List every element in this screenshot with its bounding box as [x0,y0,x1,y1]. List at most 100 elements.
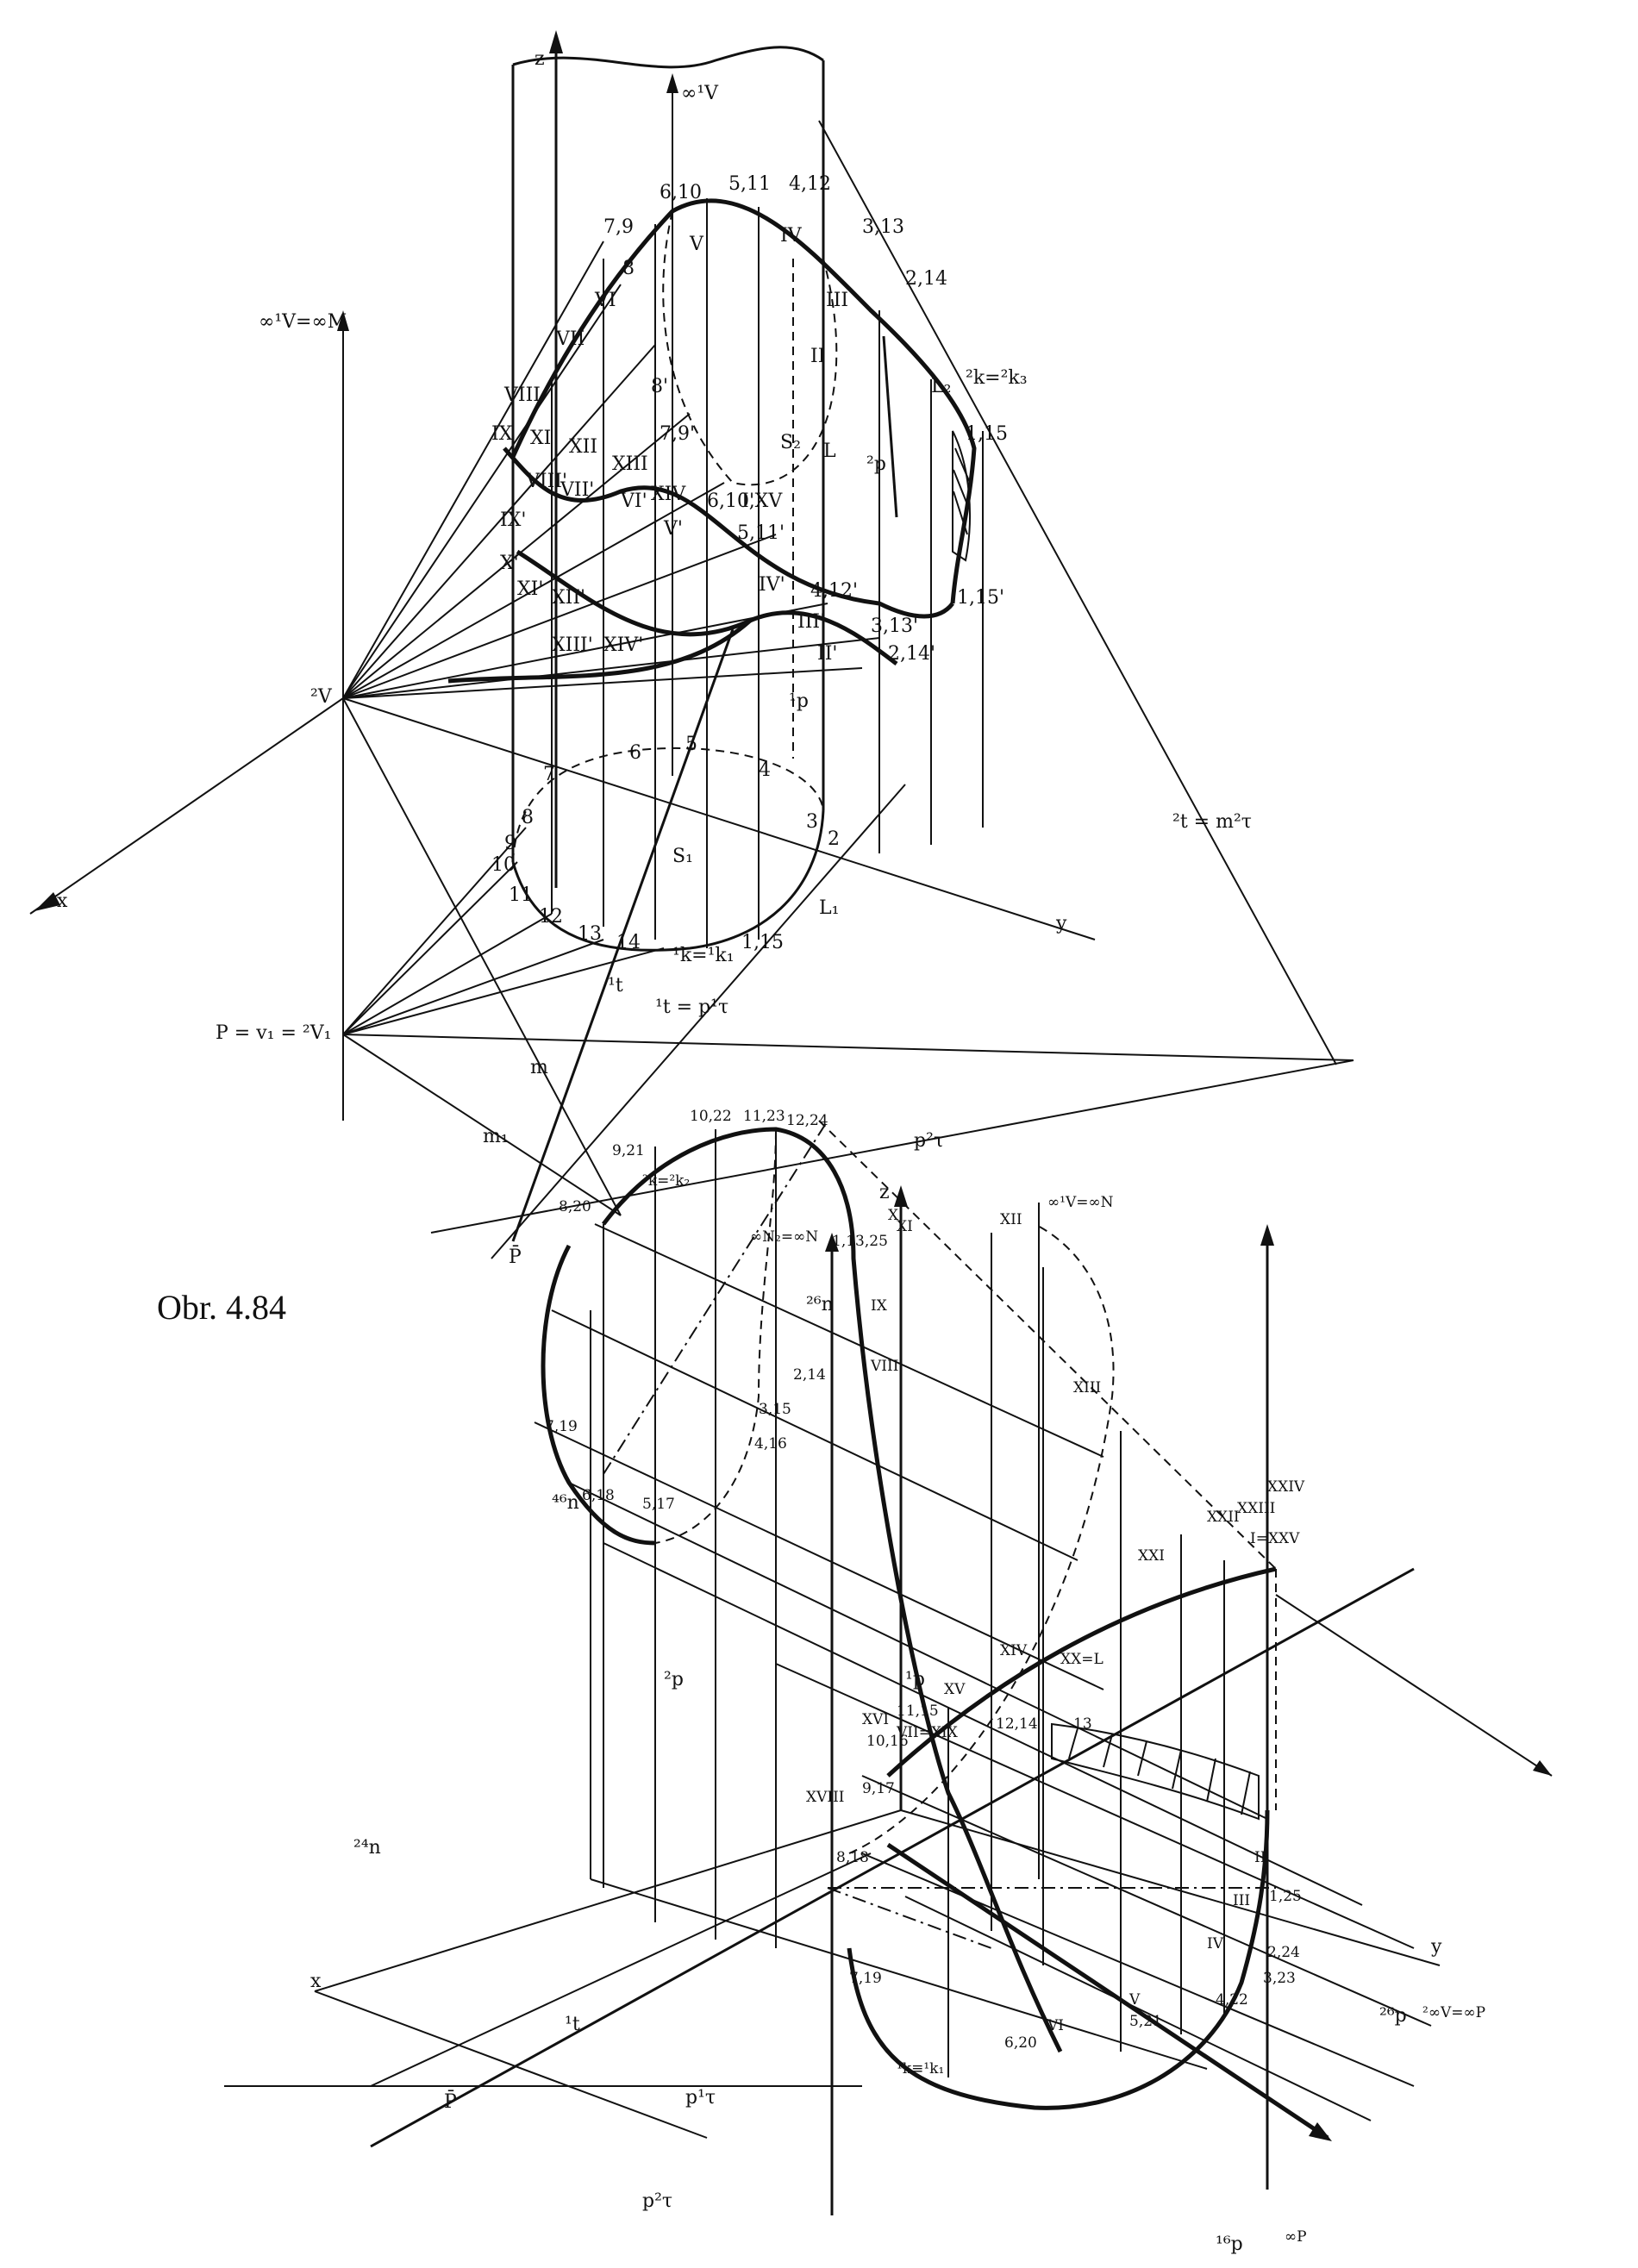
point-label: 1,15' [957,587,1004,609]
point-label: 8 [522,807,534,828]
point-label: XVI [862,1711,889,1728]
bottom-t-line [370,1567,1415,2148]
point-label: IX [491,423,513,445]
figure-caption: Obr. 4.84 [157,1288,286,1327]
point-label: IV [780,225,803,247]
point-label: XX=L [1060,1651,1103,1668]
point-label: XXI [1138,1547,1165,1565]
bottom-p2-label: ²p [664,1669,684,1690]
bottom-p-bottom-label: ¹⁶p [1216,2234,1243,2255]
point-label: IV [1207,1935,1224,1952]
point-label: XXII [1207,1509,1240,1526]
top-fan-lines [342,241,880,1035]
point-label: VII' [560,479,594,501]
top-curve-upper [510,198,977,604]
point-label: 13 [1073,1715,1092,1733]
point-label: I=XXV [1250,1530,1300,1547]
top-l1-label: L₁ [819,897,839,919]
point-label: 2,14 [905,268,947,290]
point-label: 6,10 [660,182,702,203]
top-figure: z x y ∞¹V ∞¹V=∞M ²V P = v₁ = ²V₁ ²t = m²… [29,30,1354,1268]
point-label: XI' [517,578,543,600]
top-verticals [551,198,984,948]
point-label: 8,18 [836,1849,869,1866]
top-curve-lower [516,549,898,665]
top-l-label: L [823,440,836,462]
top-s2-label: S₂ [780,432,801,453]
point-label: 5,17 [642,1496,675,1513]
bottom-curve-inner [603,1128,778,1544]
point-label: 4,16 [754,1435,787,1453]
top-ground-line-3 [430,1059,1354,1234]
bottom-dash-dot-2 [603,1120,828,1475]
point-label: 11 [509,884,533,906]
point-label: XI [530,428,551,449]
bottom-p-tau2-label: p²τ [642,2190,672,2212]
bottom-z-label: z [879,1182,890,1203]
point-label: XII [1000,1211,1022,1228]
top-k-top-label: ²k=²k₃ [966,367,1028,389]
top-v-inf-m-label: ∞¹V=∞M [259,311,347,333]
point-label: 11,15 [897,1703,939,1720]
bottom-box-bottom [590,1878,1208,2070]
point-label: 1,13,25 [832,1233,888,1250]
bottom-ground-2 [370,1853,872,2087]
top-t1-label: ¹t = p¹τ [655,997,728,1018]
top-z-label: z [535,48,545,70]
top-x-axis [29,697,344,915]
point-label: 3,23 [1263,1970,1296,1987]
point-label: 12,24 [786,1112,828,1129]
point-label: III [1233,1892,1250,1909]
top-x-arrow-icon [34,892,60,911]
point-label: IX [871,1297,888,1315]
point-label: I,XV [741,490,783,512]
top-p-eq-label: P = v₁ = ²V₁ [216,1022,331,1044]
point-label: XXIV [1267,1478,1305,1496]
top-hatch [952,430,971,562]
bottom-x-label: x [310,1971,322,1992]
bottom-ground-1 [314,1990,708,2139]
top-m-line [342,697,622,1216]
point-label: 10,16 [866,1733,909,1750]
point-label: 4,22 [1216,1991,1248,2009]
point-label: 9,21 [612,1142,645,1159]
top-p1-label: ¹p [789,690,809,712]
bottom-right-arrow-icon [1260,1224,1274,1246]
top-t2-label: ²t = m²τ [1172,811,1252,833]
point-label: 14 [616,932,641,953]
bottom-curve-main [602,1127,1063,2053]
point-label: 9,17 [862,1780,895,1797]
point-label: VI [1047,2017,1064,2034]
top-left-arrow-icon [337,310,349,331]
bottom-v-p-label: ²∞V=∞P [1422,2004,1485,2021]
point-label: 7,19 [849,1970,882,1987]
point-label: 1,15 [741,932,784,953]
bottom-dash-dot-3 [827,1887,992,1949]
point-label: 2,14' [888,643,935,665]
top-p-tau-label: p²τ [914,1130,944,1152]
point-label: IV' [759,574,785,596]
top-t-line [511,628,735,1242]
point-label: 4,12 [789,173,831,195]
bottom-figure: z x y ∞N₂=∞N ∞¹V=∞N ²⁶n ⁴⁶n ²⁴n ²∞V=∞P ∞… [224,1108,1553,2255]
point-label: VI [594,290,616,311]
bottom-p-inf-label: ∞P [1285,2228,1307,2246]
bottom-curve-helix [886,1566,1277,1778]
top-x-label: x [57,890,68,912]
point-label: IX' [500,509,526,531]
bottom-n-inf-label: ∞N₂=∞N [750,1228,818,1246]
point-label: 2,14 [793,1366,826,1384]
bottom-x-axis [314,1809,902,1992]
bottom-n-lower-label: ²⁴n [353,1837,381,1859]
bottom-receding-lines [534,1223,1432,2121]
point-label: 6,10' [707,490,754,512]
point-label: 1,15 [966,423,1008,445]
bottom-y-label: y [1430,1936,1442,1958]
point-label: XV [944,1681,966,1698]
top-v-inf-label: ∞¹V [681,83,719,104]
point-label: 6 [629,742,641,764]
point-label: III [826,290,848,311]
